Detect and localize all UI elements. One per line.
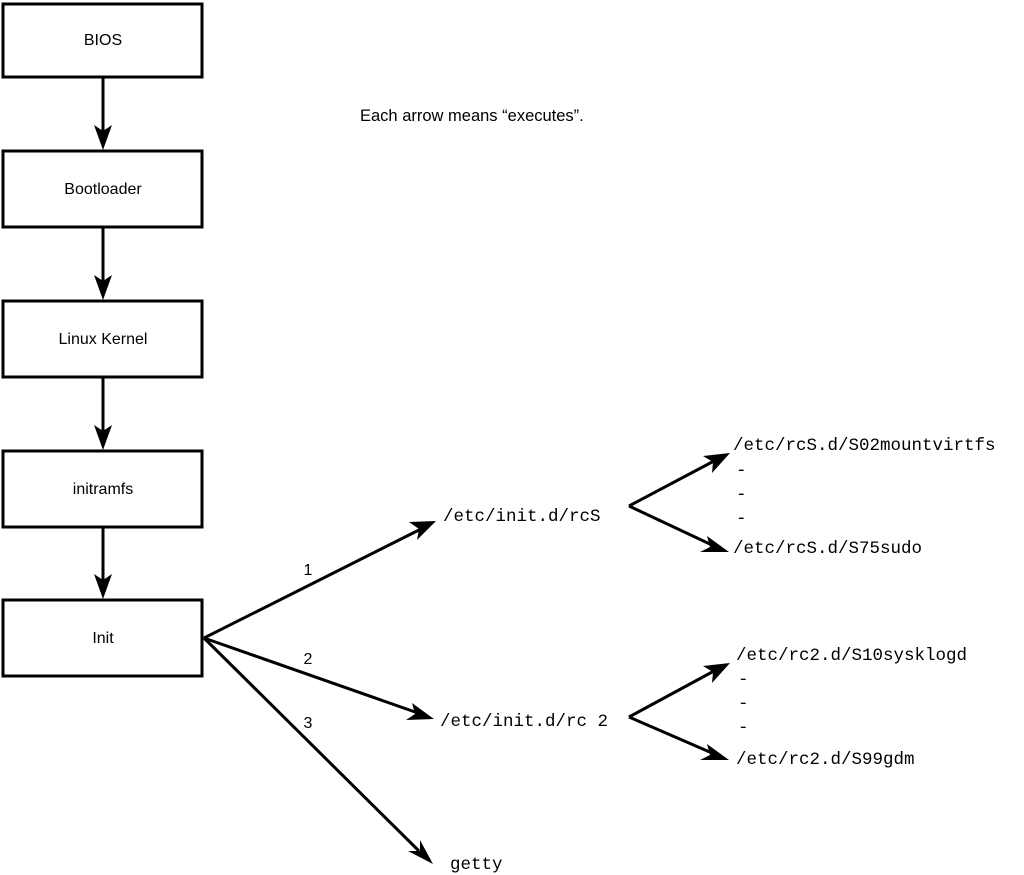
node-rcs-script-label[interactable]: /etc/init.d/rcS <box>443 507 601 527</box>
arrow-init-to-getty <box>202 636 433 864</box>
rc2-script-first: /etc/rc2.d/S10sysklogd <box>736 646 967 666</box>
node-init-box <box>1 598 204 678</box>
node-bootloader[interactable]: Bootloader <box>1 149 204 229</box>
arrow-rcs-to-first-script <box>628 453 730 508</box>
node-init-label: Init <box>92 630 114 647</box>
arrow-kernel-to-initramfs <box>94 378 112 450</box>
rcs-script-first: /etc/rcS.d/S02mountvirtfs <box>733 436 996 456</box>
node-init[interactable]: Init <box>1 598 204 678</box>
rc2-ellipsis-dash-3: - <box>738 718 749 738</box>
node-initramfs[interactable]: initramfs <box>1 449 204 529</box>
node-linux-kernel-label: Linux Kernel <box>59 331 148 348</box>
rcs-script-last: /etc/rcS.d/S75sudo <box>733 539 922 559</box>
node-rc2-script-label[interactable]: /etc/init.d/rc 2 <box>440 712 608 732</box>
edge-number-1: 1 <box>304 562 313 579</box>
rcs-ellipsis-dash-2: - <box>736 485 747 505</box>
node-bootloader-label: Bootloader <box>64 181 142 198</box>
node-initramfs-label: initramfs <box>73 481 133 498</box>
diagram-caption: Each arrow means “executes”. <box>360 107 584 125</box>
node-bios[interactable]: BIOS <box>1 2 204 79</box>
arrow-init-to-rcs <box>203 521 436 640</box>
rc2-script-last: /etc/rc2.d/S99gdm <box>736 750 915 770</box>
arrow-rc2-to-first-script <box>628 663 730 719</box>
edge-number-2: 2 <box>304 651 313 668</box>
edge-number-3: 3 <box>304 715 313 732</box>
node-linux-kernel-box <box>1 299 204 379</box>
arrow-rc2-to-last-script <box>628 715 729 760</box>
rc2-ellipsis-dash-1: - <box>738 670 749 690</box>
arrow-bootloader-to-kernel <box>94 228 112 300</box>
arrow-init-to-rc2 <box>203 636 434 720</box>
arrow-rcs-to-last-script <box>628 504 729 552</box>
arrow-bios-to-bootloader <box>94 78 112 150</box>
rc2-ellipsis-dash-2: - <box>738 694 749 714</box>
node-bios-label: BIOS <box>84 32 122 49</box>
rcs-ellipsis-dash-1: - <box>736 461 747 481</box>
arrow-initramfs-to-init <box>94 528 112 599</box>
rcs-ellipsis-dash-3: - <box>736 509 747 529</box>
node-getty-label[interactable]: getty <box>450 855 503 875</box>
node-initramfs-box <box>1 449 204 529</box>
node-bootloader-box <box>1 149 204 229</box>
node-bios-box <box>1 2 204 79</box>
node-linux-kernel[interactable]: Linux Kernel <box>1 299 204 379</box>
